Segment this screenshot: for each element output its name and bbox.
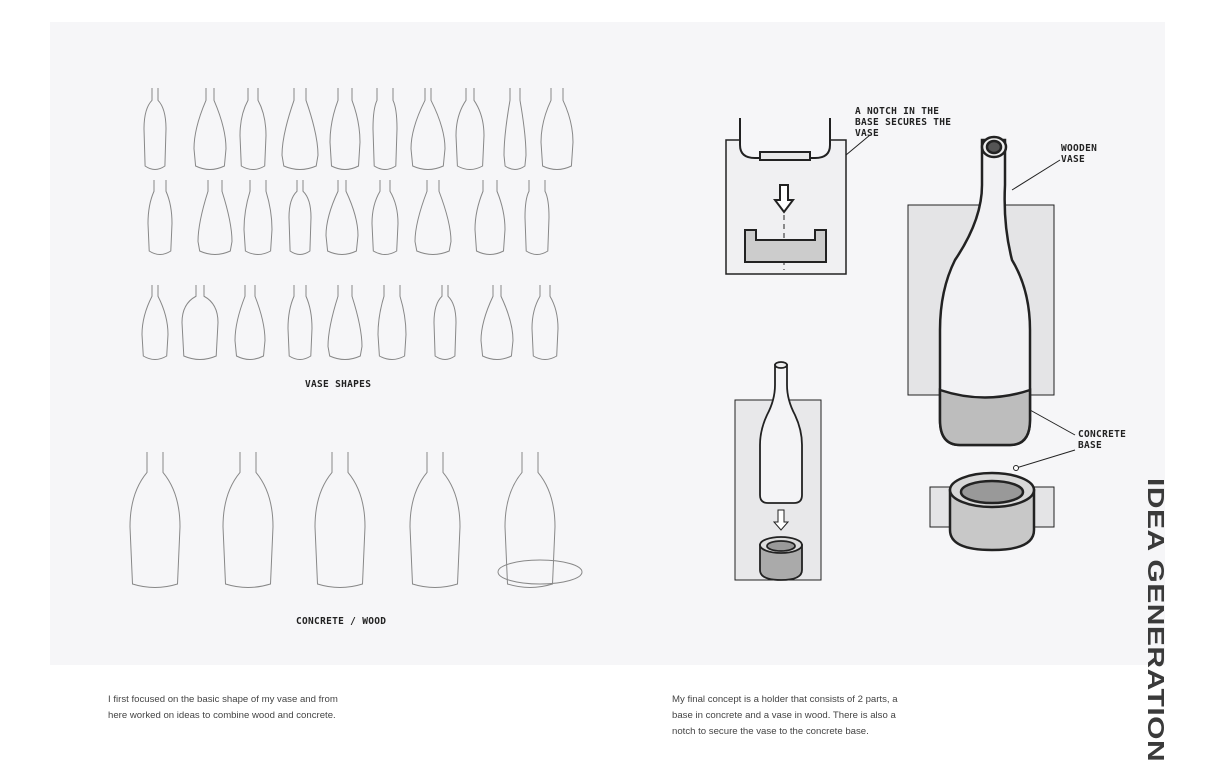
- vase-sketch: [141, 285, 169, 360]
- concrete-plinth-sketch: [497, 559, 583, 585]
- assembly-drawing: [734, 361, 822, 581]
- caption-concrete-wood: CONCRETE / WOOD: [296, 616, 387, 627]
- vase-sketch: [372, 88, 398, 170]
- vase-sketch: [414, 180, 452, 255]
- vase-sketch: [433, 285, 457, 360]
- vase-sketch: [287, 285, 313, 360]
- vase-sketch: [371, 180, 399, 255]
- vase-sketch: [288, 180, 312, 255]
- vase-sketch: [222, 452, 274, 588]
- right-description: My final concept is a holder that consis…: [672, 694, 898, 737]
- concrete-wood-sketches: [129, 452, 583, 588]
- left-description: I first focused on the basic shape of my…: [108, 694, 338, 721]
- vase-sketch: [314, 452, 366, 588]
- vase-sketch: [377, 285, 407, 360]
- vase-sketch: [480, 285, 514, 360]
- vase-sketch: [410, 88, 446, 170]
- concrete-base-drawing: [929, 449, 1076, 552]
- vase-sketch: [181, 285, 219, 360]
- vase-sketch: [281, 88, 319, 170]
- vase-sketch: [197, 180, 233, 255]
- vase-sketch: [234, 285, 266, 360]
- vase-sketch: [504, 452, 556, 588]
- vase-sketch: [243, 180, 273, 255]
- vase-sketch: [409, 452, 461, 588]
- vase-sketch: [503, 88, 527, 170]
- annotation-notch: A NOTCH IN THE BASE SECURES THE VASE: [855, 106, 952, 139]
- annotation-wooden-vase: WOODEN VASE: [1061, 143, 1098, 165]
- caption-vase-shapes: VASE SHAPES: [305, 379, 372, 390]
- vase-sketch: [474, 180, 506, 255]
- vase-sketch: [193, 88, 227, 170]
- wooden-vase-drawing: [907, 135, 1076, 447]
- vase-sketch: [327, 285, 363, 360]
- vase-sketch: [147, 180, 173, 255]
- vase-sketch: [129, 452, 181, 588]
- vase-sketch: [540, 88, 574, 170]
- page-title: IDEA GENERATION: [1142, 478, 1169, 763]
- notch-diagram: [725, 118, 871, 275]
- annotation-concrete-base: CONCRETE BASE: [1078, 429, 1127, 451]
- vase-sketch: [329, 88, 361, 170]
- vase-sketch: [524, 180, 550, 255]
- vase-sketch: [239, 88, 267, 170]
- vase-sketch: [325, 180, 359, 255]
- vase-sketch: [143, 88, 167, 170]
- vase-sketch: [531, 285, 559, 360]
- vase-shape-sketches: [141, 88, 574, 360]
- vase-sketch: [455, 88, 485, 170]
